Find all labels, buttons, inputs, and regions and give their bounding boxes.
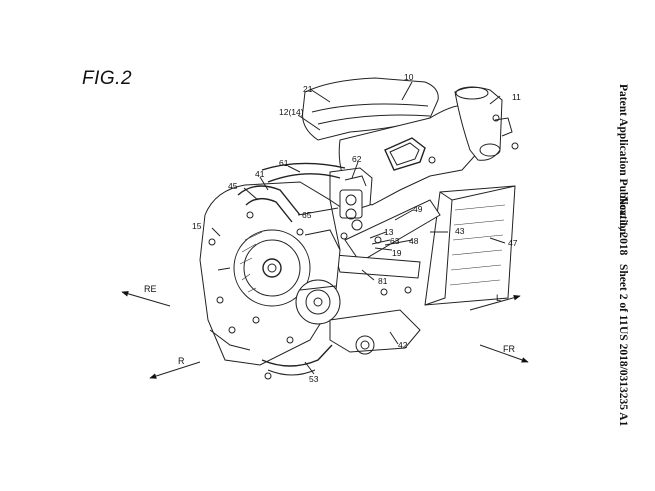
label-21: 21 bbox=[303, 84, 313, 94]
label-15: 15 bbox=[192, 221, 202, 231]
label-45: 45 bbox=[228, 181, 238, 191]
direction-re: RE bbox=[144, 284, 157, 294]
frame-body bbox=[199, 77, 519, 380]
direction-r: R bbox=[178, 356, 185, 366]
label-42: 42 bbox=[398, 340, 408, 350]
label-11: 11 bbox=[512, 92, 521, 102]
direction-fr: FR bbox=[503, 344, 515, 354]
label-53: 53 bbox=[309, 374, 319, 384]
arrow-fr-icon bbox=[479, 344, 529, 363]
direction-indicators: RE R L FR bbox=[121, 284, 529, 379]
figure-title: FIG.2 bbox=[82, 68, 133, 89]
label-47: 47 bbox=[508, 238, 518, 248]
label-61: 61 bbox=[279, 158, 289, 168]
label-19: 19 bbox=[392, 248, 402, 258]
label-41: 41 bbox=[255, 169, 265, 179]
label-48: 48 bbox=[409, 236, 419, 246]
arrow-r-icon bbox=[149, 361, 201, 379]
label-65: 65 bbox=[302, 210, 312, 220]
label-12-14: 12(14) bbox=[279, 107, 304, 117]
label-43: 43 bbox=[455, 226, 465, 236]
label-81: 81 bbox=[378, 276, 388, 286]
reference-numerals: 10 11 12(14) 21 61 62 41 45 15 65 49 13 … bbox=[192, 72, 521, 384]
label-63: 63 bbox=[390, 236, 400, 246]
crankcase-bolts bbox=[208, 211, 412, 380]
leader-lines bbox=[211, 81, 506, 375]
label-10: 10 bbox=[404, 72, 414, 82]
arrow-re-icon bbox=[121, 291, 171, 307]
label-13: 13 bbox=[384, 227, 394, 237]
label-62: 62 bbox=[352, 154, 362, 164]
label-49: 49 bbox=[413, 204, 423, 214]
arrow-l-icon bbox=[469, 295, 521, 311]
direction-l: L bbox=[496, 293, 501, 303]
